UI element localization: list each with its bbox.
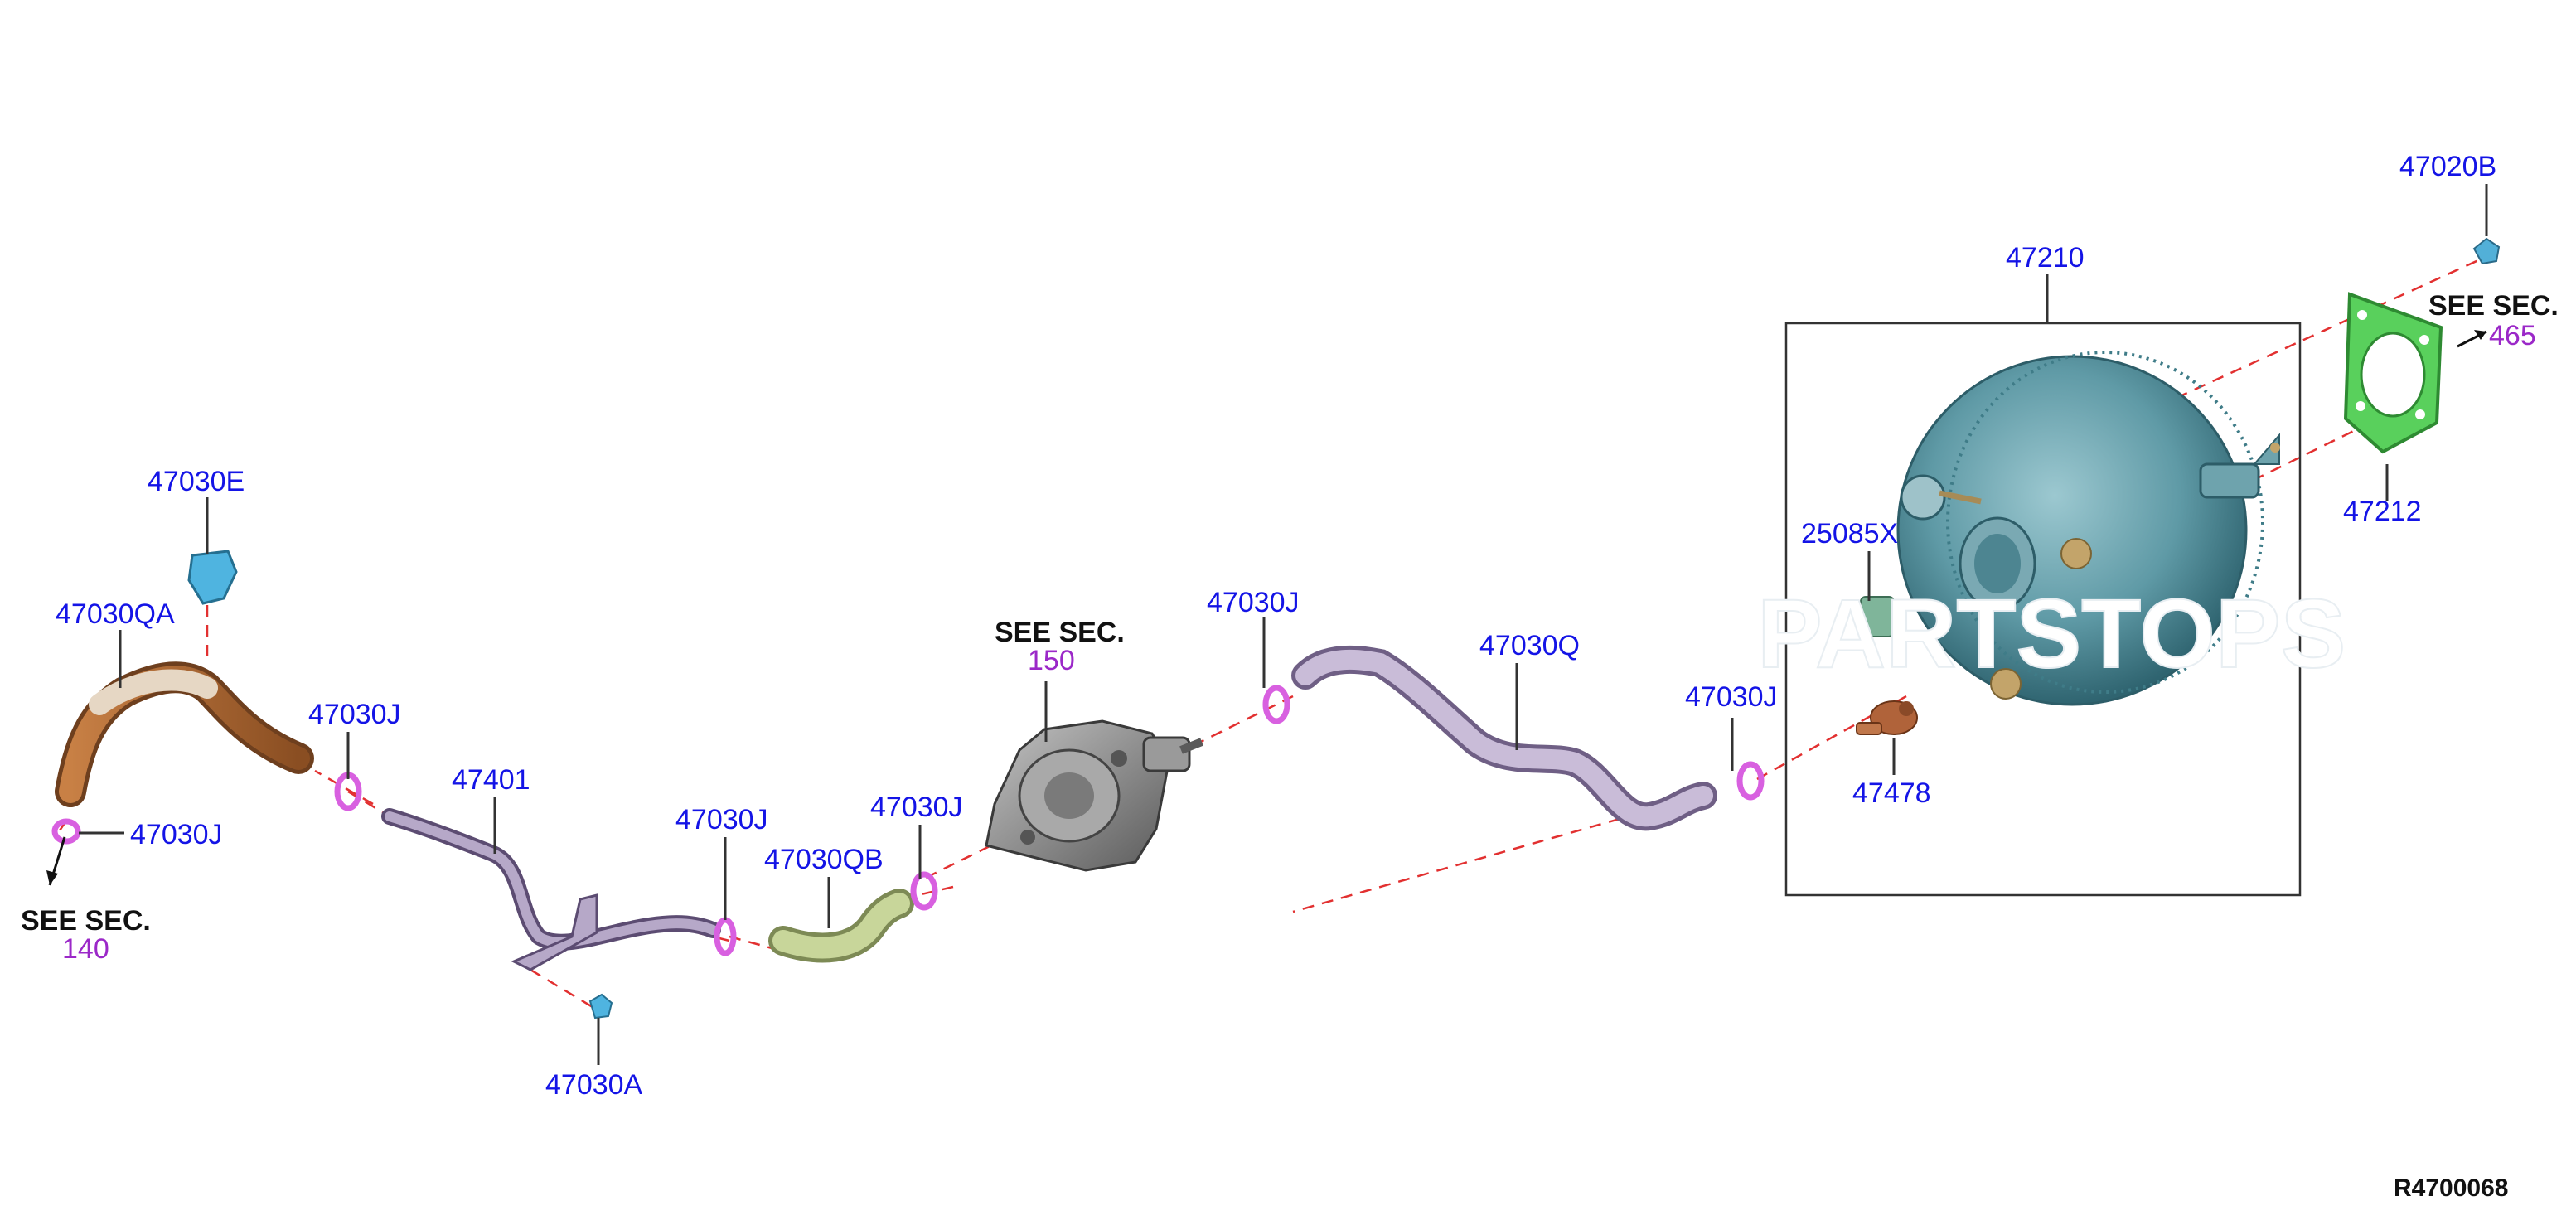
hose-clamp[interactable] <box>714 917 737 956</box>
label-47030Q[interactable]: 47030Q <box>1479 630 1580 661</box>
vacuum-hose-short[interactable] <box>768 889 914 963</box>
label-47030J-mid[interactable]: 47030J <box>1207 587 1300 618</box>
see-section-arrows <box>46 330 2487 886</box>
hose-clip[interactable] <box>187 550 238 605</box>
booster-nut[interactable] <box>2472 237 2501 265</box>
label-47030J-right[interactable]: 47030J <box>1685 681 1778 713</box>
hose-clamp[interactable] <box>910 871 938 911</box>
label-47030J-bottom-left[interactable]: 47030J <box>130 819 223 850</box>
label-47210[interactable]: 47210 <box>2006 242 2085 274</box>
see-sec-number-140[interactable]: 140 <box>62 933 109 965</box>
see-sec-label-150: SEE SEC. <box>995 617 1125 648</box>
label-25085X[interactable]: 25085X <box>1801 518 1898 550</box>
section-references: SEE SEC. 465 SEE SEC. 150 SEE SEC. 140 <box>21 290 2559 965</box>
brake-booster[interactable] <box>1896 351 2280 706</box>
label-47030QB[interactable]: 47030QB <box>764 844 884 875</box>
see-sec-label-465: SEE SEC. <box>2428 290 2559 322</box>
see-sec-label-140: SEE SEC. <box>21 905 151 937</box>
see-sec-number-150[interactable]: 150 <box>1028 645 1075 676</box>
pressure-sensor[interactable] <box>1860 596 1895 637</box>
label-47020B[interactable]: 47020B <box>2399 151 2496 182</box>
label-47212[interactable]: 47212 <box>2343 496 2422 527</box>
part-labels: 47020B 47210 47212 25085X 47478 47030J 4… <box>56 151 2496 1101</box>
diagram-reference-code: R4700068 <box>2394 1174 2508 1202</box>
booster-assembly-box <box>1784 322 2302 897</box>
label-47030QA[interactable]: 47030QA <box>56 598 175 630</box>
see-sec-number-465[interactable]: 465 <box>2489 320 2536 351</box>
label-47478[interactable]: 47478 <box>1852 777 1931 809</box>
hose-clamp[interactable] <box>1736 761 1765 801</box>
mounting-bolt[interactable] <box>588 993 613 1019</box>
vacuum-hose-main[interactable] <box>1291 645 1717 831</box>
vacuum-tube[interactable] <box>381 808 721 971</box>
label-47030J-left1[interactable]: 47030J <box>308 699 401 730</box>
label-47030J-left2[interactable]: 47030J <box>675 804 768 835</box>
vacuum-pump[interactable] <box>985 719 1203 872</box>
hose-clamp[interactable] <box>1262 685 1290 724</box>
hose-clamp[interactable] <box>51 818 81 845</box>
watermark: PARTSTOPS <box>1757 579 2346 689</box>
label-47030J-center[interactable]: 47030J <box>870 792 963 823</box>
label-47030E[interactable]: 47030E <box>148 466 245 497</box>
leader-lines <box>79 184 2488 1065</box>
check-valve[interactable] <box>1856 700 1918 735</box>
label-47401[interactable]: 47401 <box>452 764 530 796</box>
label-47030A[interactable]: 47030A <box>545 1069 643 1101</box>
vacuum-hose-elbow[interactable] <box>55 661 314 807</box>
booster-gasket[interactable] <box>2343 292 2443 454</box>
